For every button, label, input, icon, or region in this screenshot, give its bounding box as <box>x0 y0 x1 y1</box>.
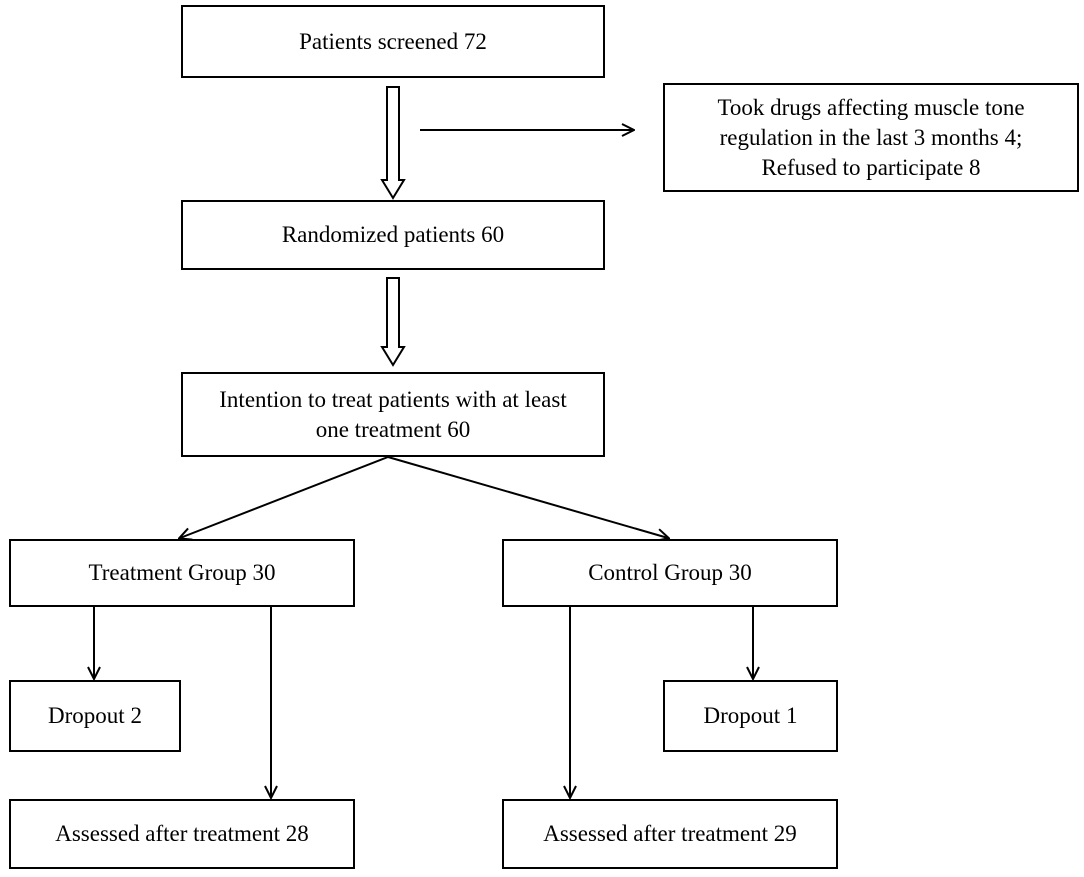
node-randomized: Randomized patients 60 <box>181 200 605 270</box>
node-intention-to-treat: Intention to treat patients with at leas… <box>181 372 605 457</box>
node-treatment-group: Treatment Group 30 <box>9 539 355 607</box>
node-assessed-control: Assessed after treatment 29 <box>502 799 838 869</box>
node-excluded-line-2: regulation in the last 3 months 4; <box>719 124 1023 150</box>
node-control-group: Control Group 30 <box>502 539 838 607</box>
arrow-itt-to-treatment <box>180 456 389 538</box>
node-patients-screened: Patients screened 72 <box>181 5 605 78</box>
node-assessed-treatment: Assessed after treatment 28 <box>9 799 355 869</box>
node-excluded-line-1: Took drugs affecting muscle tone <box>717 94 1025 120</box>
node-dropout-control: Dropout 1 <box>663 680 838 752</box>
node-dropout-control-label: Dropout 1 <box>703 703 798 728</box>
node-excluded-line-3: Refused to participate 8 <box>761 154 981 180</box>
arrow-itt-to-control <box>387 456 668 538</box>
node-assessed-treatment-label: Assessed after treatment 28 <box>55 821 309 846</box>
node-itt-line-1: Intention to treat patients with at leas… <box>219 386 567 412</box>
node-itt-line-2: one treatment 60 <box>315 416 471 442</box>
node-randomized-label: Randomized patients 60 <box>281 222 505 247</box>
node-patients-screened-label: Patients screened 72 <box>299 28 487 54</box>
node-treatment-group-label: Treatment Group 30 <box>88 560 276 585</box>
node-assessed-control-label: Assessed after treatment 29 <box>543 821 797 846</box>
node-dropout-treatment: Dropout 2 <box>9 680 181 752</box>
hollow-arrow-randomized-to-itt <box>380 277 406 367</box>
node-control-group-label: Control Group 30 <box>588 560 752 585</box>
node-dropout-treatment-label: Dropout 2 <box>48 703 142 728</box>
hollow-arrow-screened-to-randomized <box>380 86 406 200</box>
node-excluded: Took drugs affecting muscle tone regulat… <box>663 83 1079 192</box>
